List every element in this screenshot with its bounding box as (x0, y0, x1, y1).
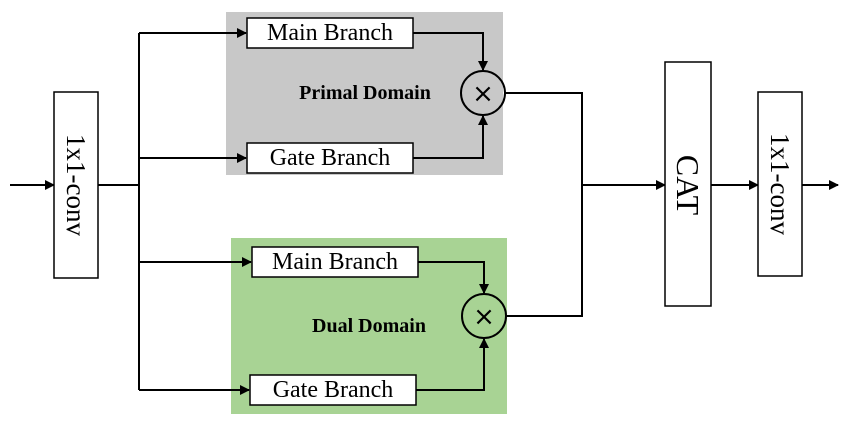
dual-multiply-icon: × (473, 302, 495, 332)
dual-main-branch-box (251, 246, 419, 278)
output-conv-box (757, 91, 803, 277)
primal-main-to-multiply-wire (413, 32, 488, 71)
primal-main-branch-label: Main Branch (267, 20, 393, 46)
dual-output-wire (506, 185, 583, 317)
primal-main-branch-box (246, 17, 414, 49)
output-conv-label: 1x1-conv (765, 133, 795, 235)
dual-gate-to-multiply-wire (416, 338, 489, 391)
primal-domain-label: Primal Domain (299, 82, 431, 104)
primal-gate-branch-label: Gate Branch (270, 145, 391, 171)
primal-gate-branch-box (246, 142, 414, 174)
dual-domain-label: Dual Domain (312, 315, 426, 337)
primal-gate-to-multiply-wire (413, 115, 488, 159)
dual-gate-branch-label: Gate Branch (273, 377, 394, 403)
primal-multiply-icon: × (472, 79, 494, 109)
primal-output-wire (505, 92, 583, 185)
dual-gate-branch-box (249, 374, 417, 406)
input-conv-label: 1x1-conv (61, 134, 91, 236)
input-conv-box (53, 91, 99, 279)
cat-label: CAT (670, 155, 706, 216)
dual-main-to-multiply-wire (418, 261, 489, 294)
dual-main-branch-label: Main Branch (272, 249, 398, 275)
